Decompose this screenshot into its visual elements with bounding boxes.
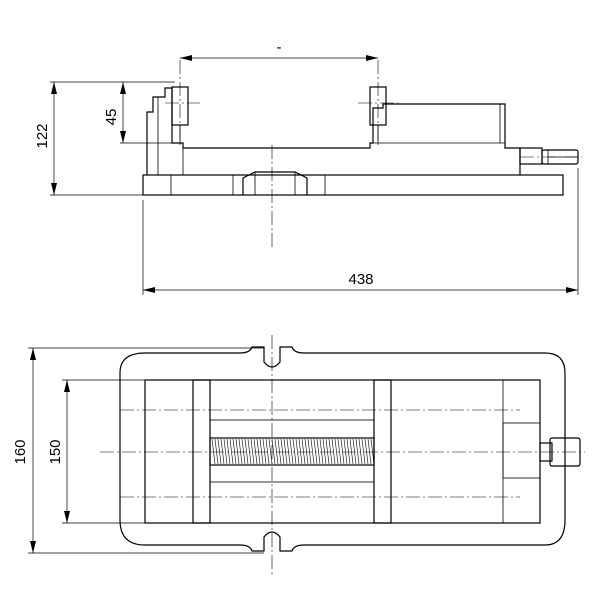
thread-line [220,438,225,465]
thread-line [280,438,285,465]
thread-line [340,438,345,465]
thread-line [289,438,294,465]
thread-line [343,438,348,465]
side-view: - 45 122 438 [34,39,582,295]
thread-line [292,438,297,465]
arrow [120,131,126,143]
thread-line [325,438,330,465]
top-view: 160 150 [12,335,585,575]
arrow [51,82,57,94]
dim-jaw-opening-label: - [277,39,282,56]
dim-total-height-label: 122 [34,123,51,148]
screw-channel [209,419,375,483]
thread-line [283,438,288,465]
arrow [180,55,192,61]
arrow [120,82,126,94]
base-center-slot [242,171,308,195]
dim-inner-width-label: 150 [47,439,64,464]
thread-line [331,438,336,465]
arrow [143,287,155,293]
arrow [566,287,578,293]
thread-line [256,438,261,465]
thread-line [304,438,309,465]
thread-line [262,438,267,465]
thread-line [211,438,216,465]
thread-line [268,438,273,465]
thread-line [241,438,246,465]
arrow [51,183,57,195]
thread-line [316,438,321,465]
thread-line [367,438,372,465]
thread-line [214,438,219,465]
vise-body [146,87,521,175]
thread-line [271,438,276,465]
thread-line [349,438,354,465]
thread-line [265,438,270,465]
thread-line [355,438,360,465]
thread-line [235,438,240,465]
thread-line [232,438,237,465]
thread-line [217,438,222,465]
thread-line [238,438,243,465]
thread-line [223,438,228,465]
thread-line [328,438,333,465]
thread-line [352,438,357,465]
thread-line [274,438,279,465]
thread-line [259,438,264,465]
fixed-jaw-top [192,379,211,524]
thread-line [286,438,291,465]
thread-line [361,438,366,465]
thread-line [226,438,231,465]
thread-line [334,438,339,465]
screw-thread [211,438,375,465]
thread-line [370,438,375,465]
moving-jaw-top [373,379,392,524]
thread-line [247,438,252,465]
thread-line [295,438,300,465]
spindle-collar [519,147,543,165]
dim-total-length-label: 438 [348,271,373,288]
thread-line [358,438,363,465]
thread-line [253,438,258,465]
thread-line [244,438,249,465]
thread-line [301,438,306,465]
thread-line [313,438,318,465]
thread-line [319,438,324,465]
thread-line [337,438,342,465]
arrow [366,55,378,61]
arrow [64,511,70,523]
thread-line [307,438,312,465]
thread-line [310,438,315,465]
arrow [30,541,36,553]
thread-line [250,438,255,465]
thread-line [298,438,303,465]
dim-jaw-height-label: 45 [103,109,120,126]
thread-line [364,438,369,465]
dim-outer-width-label: 160 [12,439,29,464]
thread-line [346,438,351,465]
thread-line [277,438,282,465]
thread-line [229,438,234,465]
base-outline [119,346,566,552]
base-plate [142,174,564,196]
thread-line [322,438,327,465]
arrow [30,348,36,360]
arrow [64,380,70,392]
spindle-housing [502,422,541,479]
